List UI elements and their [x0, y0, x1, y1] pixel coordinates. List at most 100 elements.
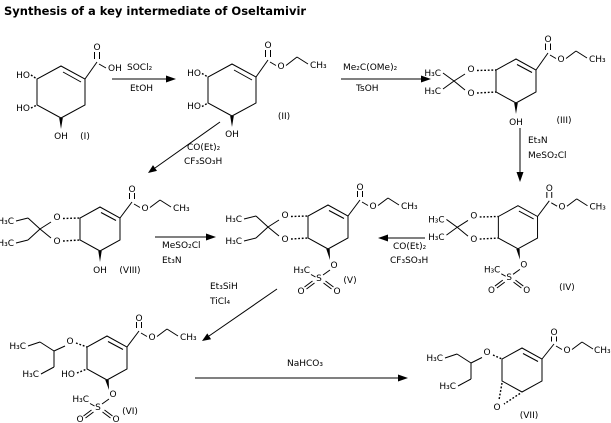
structure-V-bonds [243, 191, 400, 290]
structure-II: O O CH₃ HO HO OH (II) [187, 41, 327, 140]
atom-label-dioxolane-o-bottom: O [470, 235, 477, 245]
compound-label-VIII: (VIII) [119, 266, 140, 276]
structure-VII-bonds [444, 336, 594, 405]
atom-label-carbonyl-o: O [264, 41, 271, 51]
atom-label-mesyl-s: S [506, 273, 512, 283]
atom-label-dioxolane-o-top: O [281, 211, 288, 221]
structure-III-bonds [442, 43, 588, 114]
atom-label-et-bottom: H₃C [225, 237, 242, 247]
compound-label-V: (V) [343, 276, 356, 286]
atom-label-ester-o: O [369, 202, 376, 212]
compound-label-VI: (VI) [122, 407, 138, 417]
arrow-step8 [195, 374, 408, 382]
arrow-step6 [378, 234, 425, 242]
atom-label-mesyl-o-left: O [76, 415, 83, 423]
atom-label-ho-top: HO [16, 71, 30, 81]
atom-label-acid-oh: OH [108, 64, 122, 74]
atom-label-me-top: H₃C [424, 69, 441, 79]
atom-label-pentyl-me-bottom: H₃C [22, 370, 39, 380]
reagent-step3-line2: MeSO₂Cl [528, 151, 567, 161]
atom-label-pentyl-me-bottom: H₃C [439, 382, 456, 392]
atom-label-et-top: H₃C [225, 215, 242, 225]
atom-label-dioxolane-o-top: O [467, 65, 474, 75]
atom-label-mesyl-o-left: O [297, 287, 304, 297]
reagent-step4-line2: CF₃SO₃H [184, 157, 223, 167]
compound-label-III: (III) [557, 116, 572, 126]
atom-label-mesyl-me: H₃C [293, 266, 310, 276]
atom-label-ho-top: HO [187, 69, 201, 79]
atom-label-ester-ch3: CH₃ [180, 333, 197, 343]
atom-label-ester-ch3: CH₃ [401, 202, 418, 212]
reagent-step7-line2: TiCl₄ [210, 297, 231, 307]
atom-label-oh-bottom: OH [509, 118, 523, 128]
arrow-step5 [155, 233, 216, 241]
reagent-step5-line1: MeSO₂Cl [162, 241, 201, 251]
atom-label-mesyl-me: H₃C [72, 395, 89, 405]
reagent-step2-line2: TsOH [356, 84, 379, 94]
atom-label-ester-o: O [141, 204, 148, 214]
atom-label-me-bottom: H₃C [424, 87, 441, 97]
structure-I-bonds [30, 52, 107, 129]
atom-label-pentyl-me-top: H₃C [426, 354, 443, 364]
reagent-step1-line1: SOCl₂ [127, 63, 153, 73]
compound-label-IV: (IV) [559, 283, 574, 293]
structure-VI: O O CH₃ O H₃C H₃C HO O S H₃C O O (VI) [9, 314, 197, 423]
atom-label-ho-bottom: HO [16, 104, 30, 114]
atom-label-mesyl-o-right: O [333, 287, 340, 297]
atom-label-mesyl-s: S [95, 403, 101, 413]
atom-label-oh-bottom: OH [225, 130, 239, 140]
arrow-step2 [341, 75, 431, 83]
atom-label-mesyl-o-link: O [520, 260, 527, 270]
reagent-step5-line2: Et₃N [162, 256, 182, 266]
atom-label-mesyl-s: S [316, 274, 322, 284]
atom-label-pentyl-me-top: H₃C [9, 342, 26, 352]
structure-IV-bonds [446, 192, 588, 289]
atom-label-carbonyl-o: O [356, 183, 363, 193]
reagent-step6-line2: CF₃SO₃H [390, 256, 429, 266]
compound-label-II: (II) [278, 112, 290, 122]
atom-label-ester-ch3: CH₃ [589, 55, 606, 65]
reagent-step7-line1: Et₃SiH [210, 282, 238, 292]
atom-label-ester-ch3: CH₃ [589, 203, 606, 213]
atom-label-mesyl-o-right: O [523, 286, 530, 296]
arrow-step1 [112, 75, 176, 83]
atom-label-dioxolane-o-bottom: O [281, 235, 288, 245]
atom-label-epoxide-o: O [493, 403, 500, 413]
atom-label-ether-o: O [483, 348, 490, 358]
atom-label-ho: HO [61, 370, 75, 380]
compound-label-I: (I) [80, 132, 90, 142]
atom-label-carbonyl-o: O [128, 185, 135, 195]
structure-III: O O CH₃ H₃C H₃C O O OH (III) [424, 35, 606, 128]
atom-label-et-top: H₃C [0, 217, 14, 227]
atom-label-ester-ch3: CH₃ [310, 61, 327, 71]
scheme-title: Synthesis of a key intermediate of Oselt… [4, 4, 307, 18]
atom-label-oh-bottom: OH [54, 132, 68, 142]
structure-VIII: O O CH₃ H₃C H₃C O O OH (VIII) [0, 185, 190, 276]
atom-label-dioxolane-o-top: O [470, 211, 477, 221]
atom-label-ester-o: O [148, 333, 155, 343]
reagent-step1-line2: EtOH [130, 84, 154, 94]
reagent-step3-line1: Et₃N [528, 136, 548, 146]
atom-label-carbonyl-o: O [550, 328, 557, 338]
atom-label-ester-o: O [557, 55, 564, 65]
atom-label-dioxolane-o-top: O [53, 213, 60, 223]
reagent-step6-line1: CO(Et)₂ [393, 242, 427, 252]
structure-IV: O O CH₃ H₃C H₃C O O O S H₃C O O (IV) [428, 184, 606, 296]
atom-label-oh-bottom: OH [93, 266, 107, 276]
structure-I: O OH HO HO OH (I) [16, 43, 122, 142]
atom-label-mesyl-me: H₃C [484, 265, 500, 275]
structure-VIII-bonds [15, 193, 172, 262]
structure-VI-bonds [27, 322, 179, 419]
atom-label-carbonyl-o: O [93, 43, 100, 53]
atom-label-ester-o: O [277, 62, 284, 72]
atom-label-et-bottom: H₃C [0, 239, 14, 249]
atom-label-mesyl-o-right: O [112, 415, 119, 423]
arrow-step3 [516, 128, 524, 182]
structure-II-bonds [201, 50, 309, 127]
atom-label-ether-o: O [66, 337, 73, 347]
atom-label-ho-bottom: HO [187, 102, 201, 112]
atom-label-mesyl-o-link: O [330, 261, 337, 271]
atom-label-ester-ch3: CH₃ [173, 204, 190, 214]
reagent-step2-line1: Me₂C(OMe)₂ [343, 63, 398, 73]
